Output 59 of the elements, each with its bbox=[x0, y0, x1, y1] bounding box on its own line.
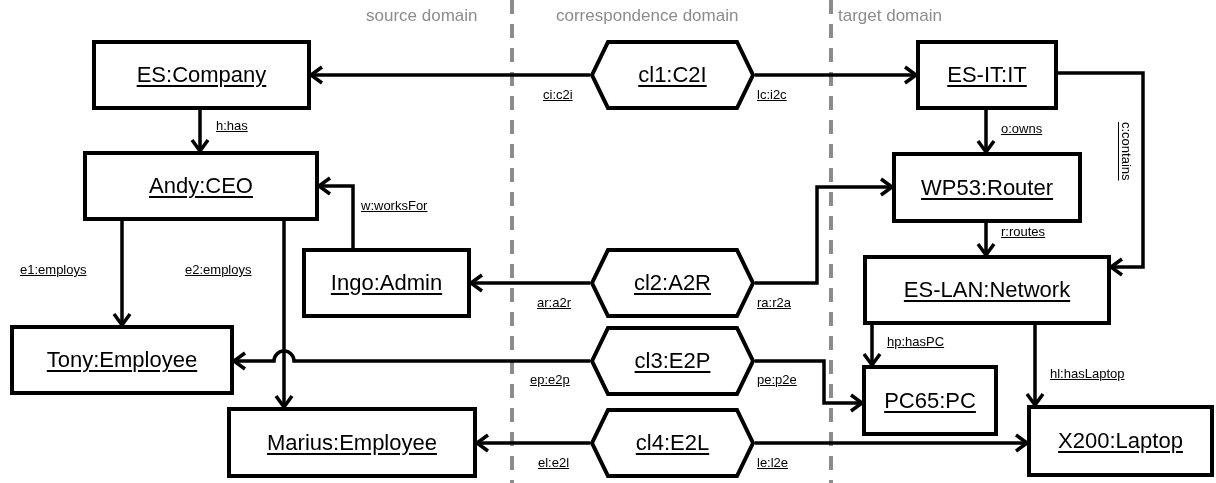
edge-label: ar:a2r bbox=[537, 295, 571, 310]
correspondence-hexagon bbox=[590, 248, 755, 318]
object-box bbox=[10, 325, 234, 395]
correspondence-hexagon bbox=[590, 40, 755, 110]
object-box bbox=[227, 407, 477, 478]
edge-label: ci:c2i bbox=[543, 87, 573, 102]
domain-label: target domain bbox=[838, 6, 942, 26]
object-box bbox=[1027, 405, 1214, 477]
arrow bbox=[755, 359, 864, 413]
arrow bbox=[755, 433, 1029, 453]
edge-label: ra:r2a bbox=[757, 295, 791, 310]
object-name: cl2:A2R bbox=[633, 270, 711, 296]
arrow bbox=[112, 221, 132, 327]
edge-label: r:routes bbox=[1001, 224, 1046, 239]
edge-label: ep:e2p bbox=[530, 372, 570, 387]
edge-label: hp:hasPC bbox=[887, 334, 945, 349]
edge-label: pe:p2e bbox=[757, 372, 797, 387]
object-box bbox=[863, 255, 1111, 325]
edge-label: hl:hasLaptop bbox=[1050, 366, 1125, 381]
correspondence-hexagon bbox=[590, 408, 755, 478]
object-box bbox=[92, 40, 311, 110]
object-box bbox=[302, 248, 471, 318]
object-name: Andy:CEO bbox=[149, 173, 253, 199]
edge-label: le:l2e bbox=[757, 455, 789, 470]
arrow bbox=[755, 65, 918, 85]
edge-label: w:worksFor bbox=[361, 198, 428, 213]
edge-label: e1:employs bbox=[20, 262, 87, 277]
object-name: cl3:E2P bbox=[634, 348, 711, 374]
edge-label: el:e2l bbox=[538, 455, 570, 470]
object-box bbox=[916, 40, 1058, 110]
arrow bbox=[274, 221, 294, 409]
edge-label: h:has bbox=[216, 118, 248, 133]
object-name: Marius:Employee bbox=[267, 429, 437, 456]
correspondence-hexagon bbox=[590, 326, 755, 396]
domain-label: correspondence domain bbox=[556, 6, 739, 26]
edge-label: lc:i2c bbox=[757, 87, 787, 102]
object-name: ES:Company bbox=[136, 62, 267, 88]
object-name: PC65:PC bbox=[884, 387, 976, 414]
arrow bbox=[862, 325, 882, 367]
edge-label: e2:employs bbox=[185, 262, 252, 277]
object-name: cl1:C2I bbox=[638, 62, 707, 88]
arrow bbox=[1025, 325, 1045, 407]
object-name: WP53:Router bbox=[920, 174, 1054, 201]
object-name: ES-IT:IT bbox=[947, 62, 1027, 88]
arrow bbox=[976, 110, 996, 154]
arrow bbox=[1058, 71, 1145, 277]
arrow bbox=[976, 223, 996, 257]
arrow bbox=[190, 110, 210, 153]
domain-label: source domain bbox=[366, 6, 478, 26]
object-name: X200:Laptop bbox=[1058, 428, 1183, 454]
object-box bbox=[83, 151, 319, 221]
edge-label: c:contains bbox=[1119, 122, 1134, 181]
arrow bbox=[755, 177, 894, 285]
object-name: Tony:Employee bbox=[46, 347, 198, 373]
object-name: ES-LAN:Network bbox=[903, 277, 1071, 303]
object-box bbox=[862, 365, 998, 436]
object-name: Ingo:Admin bbox=[330, 270, 443, 296]
object-name: cl4:E2L bbox=[635, 430, 710, 456]
object-box bbox=[892, 152, 1082, 223]
